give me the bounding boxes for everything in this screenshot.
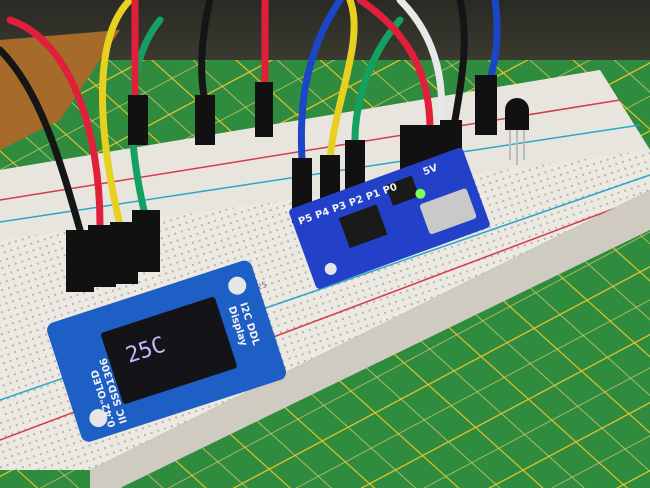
oled-screen [101,297,237,404]
sensor-legs [509,130,525,165]
wire-green [351,16,404,144]
pin-label-p5: P5 [297,212,314,227]
wire-white [396,0,446,134]
pin-label-p2: P2 [348,194,365,209]
wire-red-left [6,16,104,229]
connector [132,210,160,272]
power-label: 5V [422,163,440,178]
regulator-chip [385,175,420,206]
connector [195,95,215,145]
wire-yellow-left [99,0,134,229]
wire-black-top [198,0,214,104]
pin-label-p0: P0 [382,182,399,197]
wire-red [356,0,434,134]
power-led [415,188,426,199]
mount-hole [228,276,247,295]
connector [255,82,273,137]
digispark-board: P5 P4 P3 P2 P1 P0 5V [289,147,490,289]
jumper-wires [0,0,501,234]
oled-module: 25C 0.42"OLED IIC SSD1306 Display I2C DD… [47,260,287,442]
connector [475,75,497,135]
breadboard-edge [90,190,650,488]
attiny-chip [338,204,388,249]
wire-blue [297,0,344,164]
wire-blue-right [486,0,501,84]
pin-label-p4: P4 [314,206,331,221]
temperature-sensor [505,98,529,130]
mount-hole [324,262,337,275]
wire-yellow [326,0,358,164]
connector [128,95,148,145]
battery-box [0,30,120,150]
mount-hole [89,409,108,428]
dupont-connectors [66,75,497,292]
pin-label-p3: P3 [331,200,348,215]
breadboard-number: 25 [256,280,269,292]
pin-label-p1: P1 [365,188,382,203]
wire-black-right [451,0,468,124]
micro-usb-port [419,188,477,235]
wire-black-left [0,46,84,234]
